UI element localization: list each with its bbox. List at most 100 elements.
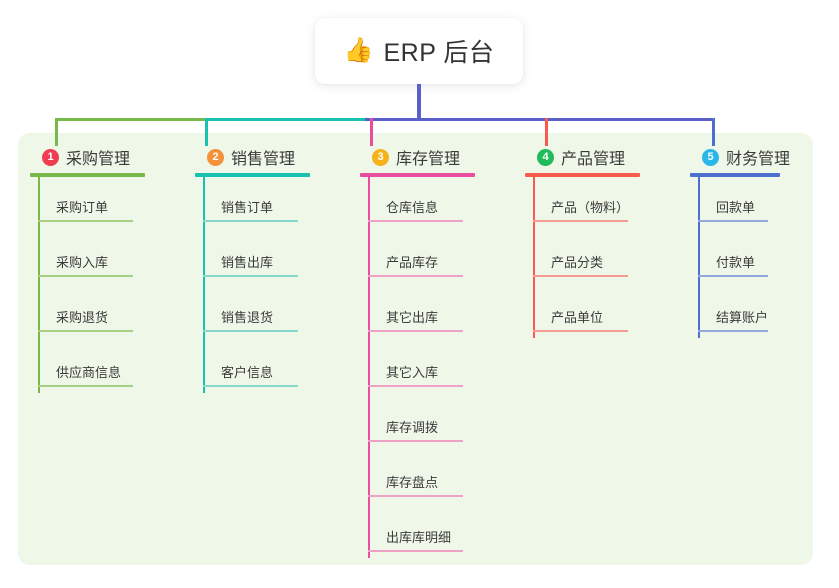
- leaf-label: 采购订单: [56, 200, 109, 215]
- branch-column-3: 3 库存管理仓库信息产品库存其它出库其它入库库存调拨库存盘点出库库明细: [360, 145, 510, 558]
- leaf-item[interactable]: 供应商信息: [30, 338, 180, 393]
- branch-leaf-list-5: 回款单付款单结算账户: [690, 173, 815, 338]
- leaf-item[interactable]: 结算账户: [690, 283, 815, 338]
- leaf-item[interactable]: 销售订单: [195, 173, 345, 228]
- leaf-underline: [533, 220, 628, 222]
- leaf-label: 销售退货: [221, 310, 274, 325]
- root-stem-line: [417, 84, 421, 121]
- leaf-underline: [368, 495, 463, 497]
- branch-leaf-list-3: 仓库信息产品库存其它出库其它入库库存调拨库存盘点出库库明细: [360, 173, 510, 558]
- trunk-segment-2: [205, 118, 365, 121]
- root-node-title: ERP 后台: [383, 39, 495, 67]
- drop-line-4: [545, 118, 548, 146]
- branch-spine-4: [533, 173, 535, 338]
- leaf-underline: [368, 275, 463, 277]
- branch-title-5: 财务管理: [726, 151, 791, 168]
- drop-line-3: [370, 118, 373, 146]
- branch-badge-2: 2: [207, 148, 224, 166]
- branch-spine-2: [203, 173, 205, 393]
- leaf-underline: [533, 330, 628, 332]
- leaf-label: 其它出库: [386, 310, 439, 325]
- branch-leaf-list-1: 采购订单采购入库采购退货供应商信息: [30, 173, 180, 393]
- leaf-item[interactable]: 产品分类: [525, 228, 675, 283]
- leaf-underline: [368, 220, 463, 222]
- leaf-label: 采购退货: [56, 310, 109, 325]
- drop-line-5: [712, 118, 715, 146]
- leaf-item[interactable]: 产品单位: [525, 283, 675, 338]
- branch-title-3: 库存管理: [396, 151, 461, 168]
- leaf-underline: [698, 220, 768, 222]
- drop-line-2: [205, 118, 208, 146]
- branch-badge-1: 1: [42, 148, 59, 166]
- leaf-item[interactable]: 回款单: [690, 173, 815, 228]
- branch-header-1[interactable]: 1 采购管理: [30, 145, 180, 169]
- branch-leaf-list-2: 销售订单销售出库销售退货客户信息: [195, 173, 345, 393]
- leaf-item[interactable]: 仓库信息: [360, 173, 510, 228]
- branch-spine-5: [698, 173, 700, 338]
- leaf-underline: [698, 275, 768, 277]
- leaf-label: 出库库明细: [386, 530, 452, 545]
- branch-underline-4: [525, 173, 640, 177]
- branch-spine-3: [368, 173, 370, 558]
- trunk-segment-1: [55, 118, 205, 121]
- branch-underline-3: [360, 173, 475, 177]
- leaf-item[interactable]: 其它入库: [360, 338, 510, 393]
- branch-header-2[interactable]: 2 销售管理: [195, 145, 345, 169]
- leaf-underline: [203, 275, 298, 277]
- leaf-label: 产品库存: [386, 255, 439, 270]
- leaf-underline: [203, 385, 298, 387]
- branch-column-2: 2 销售管理销售订单销售出库销售退货客户信息: [195, 145, 345, 393]
- branch-leaf-list-4: 产品（物料） 产品分类产品单位: [525, 173, 675, 338]
- leaf-item[interactable]: 采购入库: [30, 228, 180, 283]
- branch-underline-1: [30, 173, 145, 177]
- leaf-label: 产品分类: [551, 255, 604, 270]
- leaf-label: 付款单: [716, 255, 756, 270]
- leaf-label: 结算账户: [716, 310, 769, 325]
- leaf-item[interactable]: 产品（物料）: [525, 173, 675, 228]
- leaf-label: 产品单位: [551, 310, 604, 325]
- leaf-label: 回款单: [716, 200, 756, 215]
- leaf-item[interactable]: 其它出库: [360, 283, 510, 338]
- leaf-label: 库存盘点: [386, 475, 439, 490]
- branch-column-1: 1 采购管理采购订单采购入库采购退货供应商信息: [30, 145, 180, 393]
- branch-title-2: 销售管理: [231, 151, 296, 168]
- leaf-item[interactable]: 出库库明细: [360, 503, 510, 558]
- branch-spine-1: [38, 173, 40, 393]
- leaf-underline: [38, 275, 133, 277]
- leaf-underline: [368, 550, 463, 552]
- branch-underline-5: [690, 173, 780, 177]
- leaf-label: 客户信息: [221, 365, 274, 380]
- leaf-label: 采购入库: [56, 255, 109, 270]
- leaf-item[interactable]: 库存盘点: [360, 448, 510, 503]
- leaf-label: 销售订单: [221, 200, 274, 215]
- leaf-underline: [38, 385, 133, 387]
- root-node-card[interactable]: 👍 ERP 后台: [315, 18, 523, 84]
- leaf-underline: [368, 330, 463, 332]
- leaf-item[interactable]: 库存调拨: [360, 393, 510, 448]
- leaf-item[interactable]: 销售退货: [195, 283, 345, 338]
- branch-header-3[interactable]: 3 库存管理: [360, 145, 510, 169]
- leaf-label: 产品（物料）: [551, 200, 630, 215]
- branch-column-5: 5 财务管理回款单付款单结算账户: [690, 145, 815, 338]
- leaf-item[interactable]: 产品库存: [360, 228, 510, 283]
- leaf-item[interactable]: 采购订单: [30, 173, 180, 228]
- leaf-label: 仓库信息: [386, 200, 439, 215]
- leaf-item[interactable]: 采购退货: [30, 283, 180, 338]
- leaf-underline: [203, 220, 298, 222]
- branch-underline-2: [195, 173, 310, 177]
- leaf-underline: [203, 330, 298, 332]
- leaf-item[interactable]: 客户信息: [195, 338, 345, 393]
- branch-badge-3: 3: [372, 148, 389, 166]
- branch-header-5[interactable]: 5 财务管理: [690, 145, 815, 169]
- leaf-underline: [368, 440, 463, 442]
- leaf-item[interactable]: 付款单: [690, 228, 815, 283]
- leaf-label: 销售出库: [221, 255, 274, 270]
- leaf-underline: [38, 220, 133, 222]
- leaf-underline: [698, 330, 768, 332]
- branch-badge-5: 5: [702, 148, 719, 166]
- branch-title-1: 采购管理: [66, 151, 131, 168]
- leaf-item[interactable]: 销售出库: [195, 228, 345, 283]
